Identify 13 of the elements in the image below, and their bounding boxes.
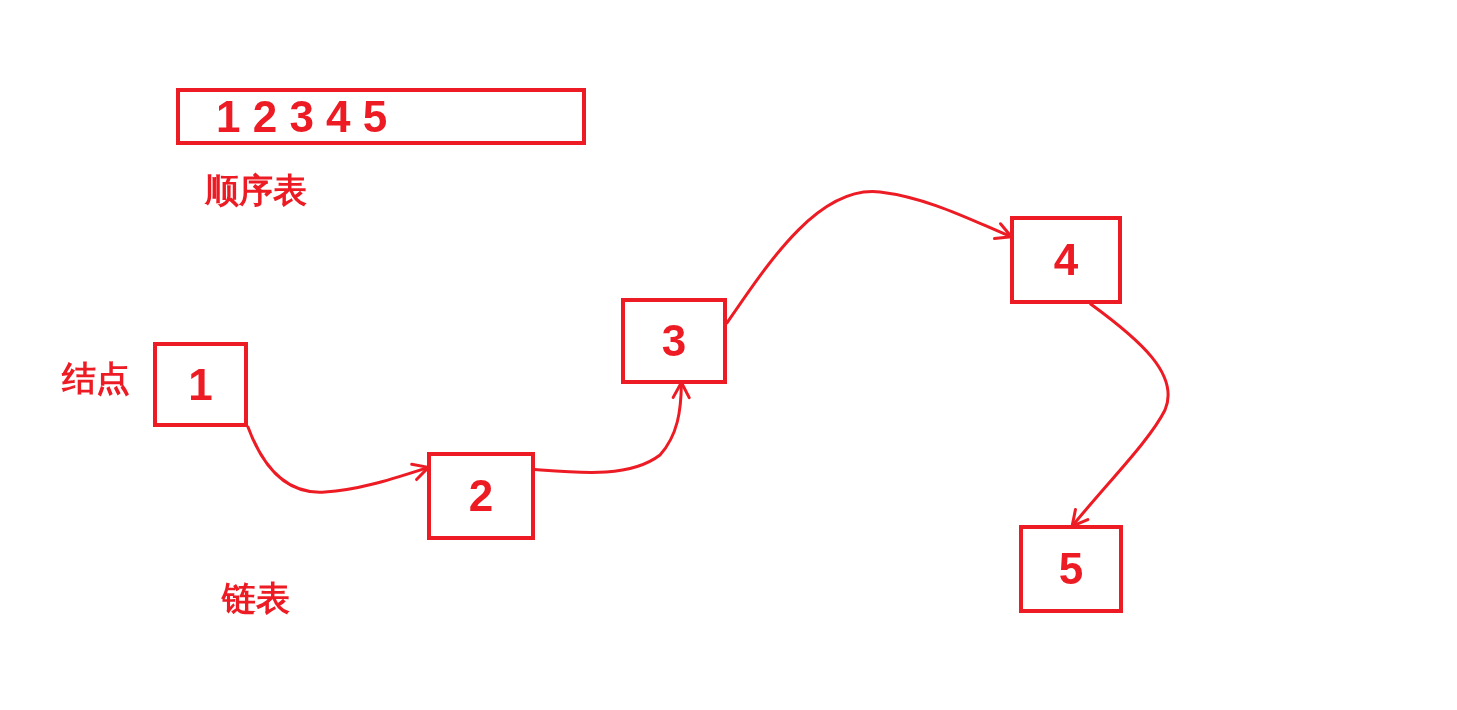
node-box: 5 [1019,525,1123,613]
arrow [533,381,691,475]
node-box: 3 [621,298,727,384]
node-box: 1 [153,342,248,427]
node-label: 结点 [62,361,130,395]
array-box: 1 2 3 4 5 [176,88,586,145]
arrow [725,190,1013,325]
node-box: 4 [1010,216,1122,304]
caption-label: 链表 [222,581,290,615]
arrow [1070,302,1170,528]
node-box: 2 [427,452,535,540]
arrow [246,425,430,494]
caption-label: 顺序表 [205,173,307,207]
